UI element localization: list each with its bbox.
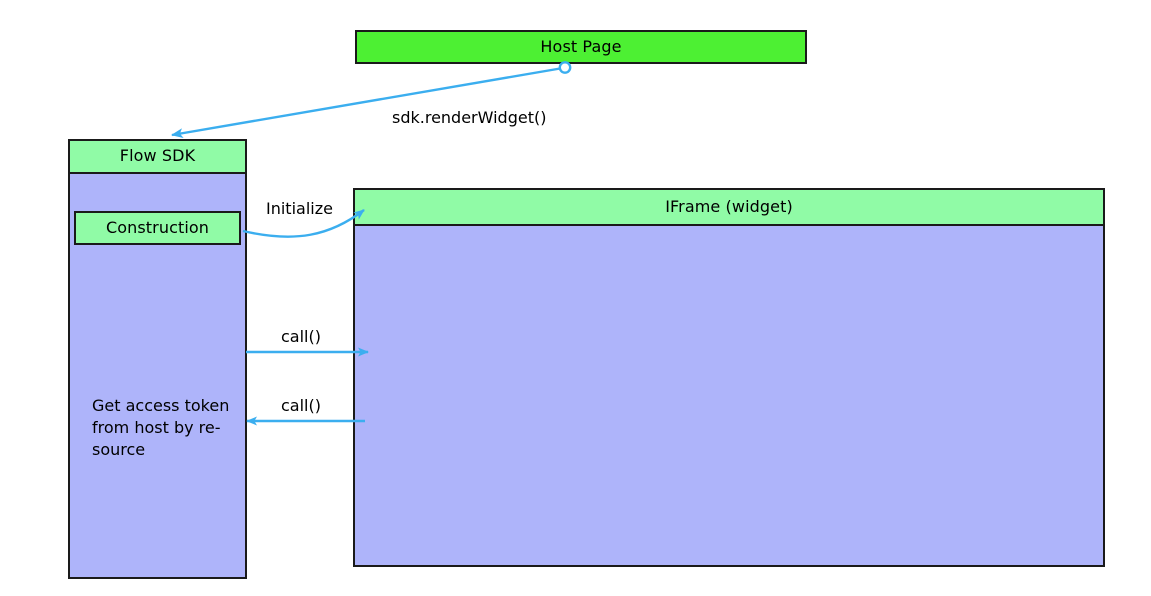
- node-host-page[interactable]: Host Page: [355, 30, 807, 64]
- connector-render-widget-label: sdk.renderWidget(): [392, 108, 547, 127]
- node-flow-sdk-body[interactable]: [68, 139, 247, 579]
- node-iframe-body[interactable]: [353, 188, 1105, 567]
- node-iframe-header[interactable]: IFrame (widget): [353, 188, 1105, 226]
- node-access-token-label: Get access token from host by re- source: [92, 396, 230, 459]
- connector-call-out-label: call(): [281, 327, 321, 346]
- node-flow-sdk-label: Flow SDK: [119, 146, 196, 166]
- node-construction[interactable]: Construction: [74, 211, 241, 245]
- node-iframe-label: IFrame (widget): [665, 196, 793, 216]
- node-host-page-label: Host Page: [540, 36, 622, 56]
- connector-call-back-label: call(): [281, 396, 321, 415]
- connector-initialize-label: Initialize: [266, 199, 333, 218]
- node-flow-sdk-header[interactable]: Flow SDK: [68, 139, 247, 174]
- node-construction-label: Construction: [105, 217, 210, 237]
